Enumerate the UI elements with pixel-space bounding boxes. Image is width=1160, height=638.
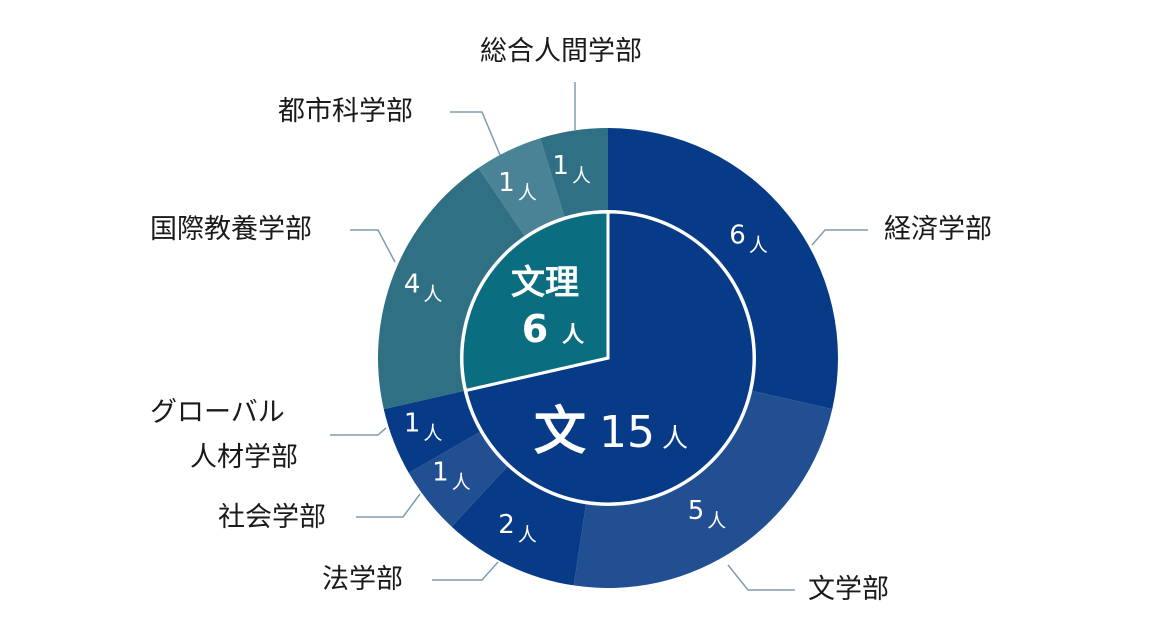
label-keizai: 経済学部 — [884, 214, 992, 245]
bun-name: 文 — [534, 402, 586, 462]
inner-slice-0 — [463, 210, 756, 506]
leader-shakai — [356, 493, 421, 518]
leader-hou — [432, 561, 499, 581]
leader-toshi — [450, 111, 501, 156]
label-global-1: グローバル — [150, 397, 285, 428]
inner-slice-1 — [460, 210, 610, 393]
label-kokusai: 国際教養学部 — [150, 214, 312, 245]
label-global-2: 人材学部 — [190, 442, 298, 473]
leader-kokusai — [350, 229, 396, 263]
leader-keizai — [811, 229, 868, 246]
bun-unit: 人 — [662, 424, 688, 454]
bunri-count: 6 — [522, 307, 548, 351]
label-toshi: 都市科学部 — [278, 96, 413, 127]
label-shakai: 社会学部 — [218, 502, 326, 533]
bun-count: 15 — [599, 407, 655, 458]
leader-global — [330, 427, 387, 436]
leader-bungaku — [727, 564, 795, 591]
label-hou: 法学部 — [322, 564, 403, 595]
bunri-unit: 人 — [562, 323, 584, 348]
bunri-name: 文理 — [511, 263, 579, 303]
label-bungaku: 文学部 — [808, 574, 889, 605]
label-sougou: 総合人間学部 — [480, 36, 642, 67]
